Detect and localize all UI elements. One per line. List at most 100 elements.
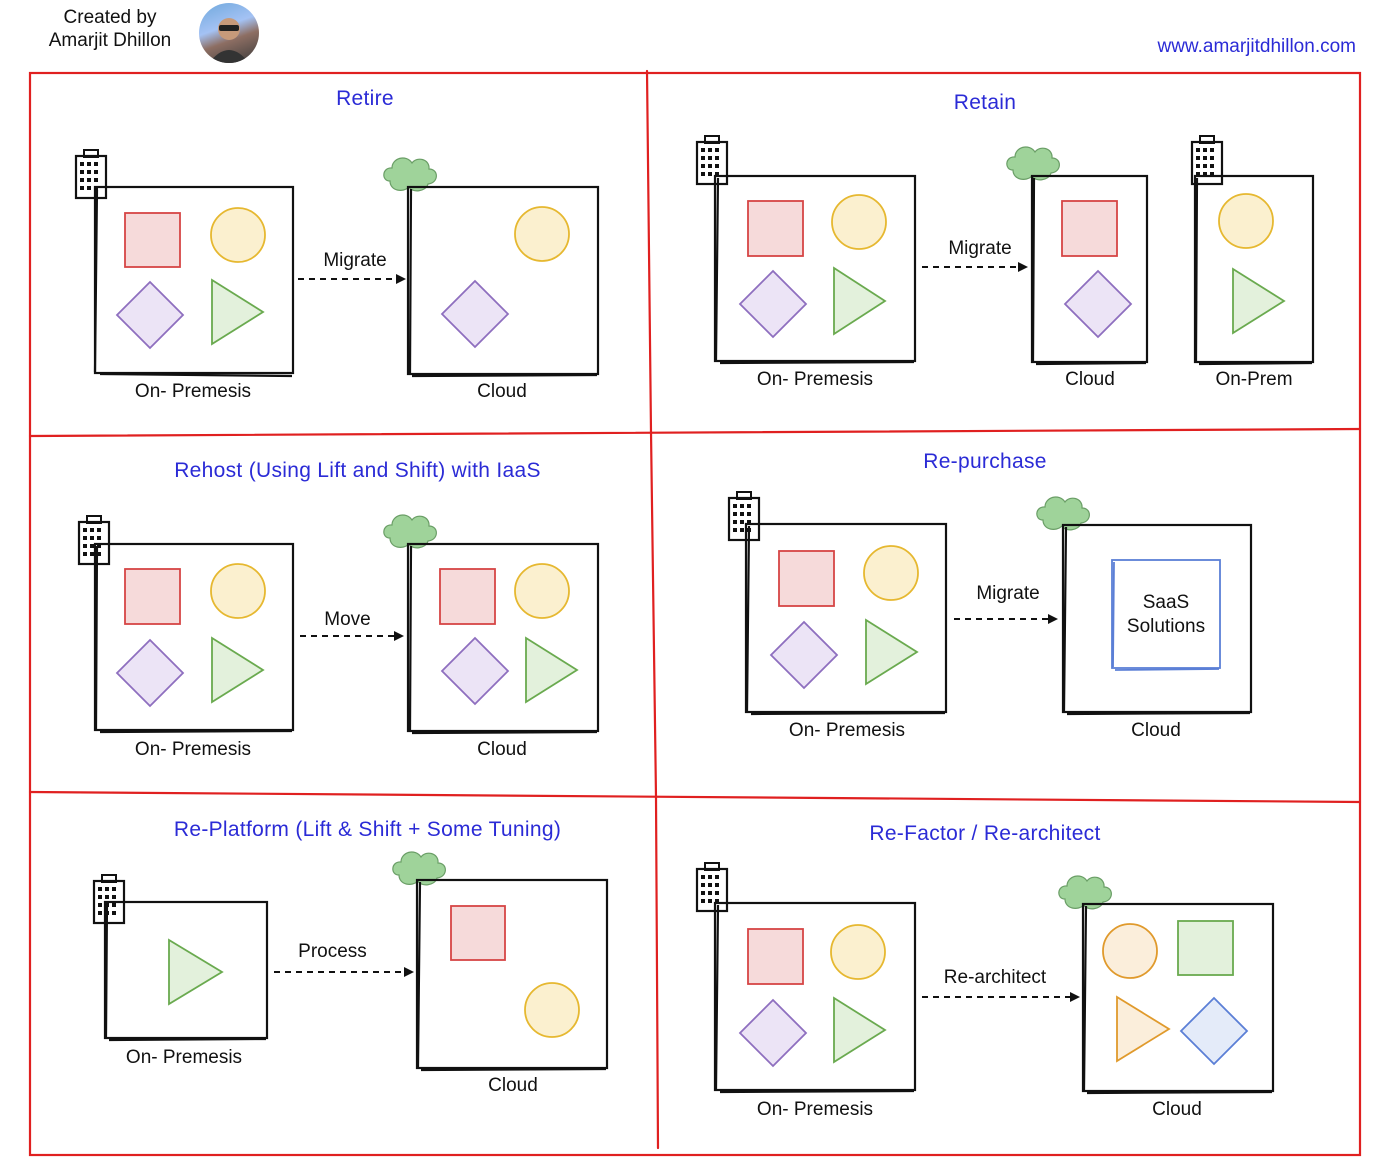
- saas-line-2: Solutions: [1126, 616, 1206, 637]
- red-square: [747, 200, 804, 257]
- migrate-arrow: [298, 274, 406, 284]
- green-triangle: [168, 938, 224, 1006]
- cloud-box: [1030, 174, 1149, 366]
- arrow-label-retain: Migrate: [948, 238, 1012, 259]
- green-triangle: [833, 266, 887, 336]
- on-prem-box: [1193, 174, 1315, 366]
- credit-line-1: Created by: [63, 7, 157, 28]
- on-premises-box: [744, 522, 948, 716]
- arrow-label-rehost: Move: [324, 609, 371, 630]
- on-premises-box: [93, 185, 295, 378]
- green-triangle: [1232, 267, 1286, 335]
- arrow-label-refactor: Re-architect: [943, 967, 1047, 988]
- source-label-retire: On- Premesis: [134, 381, 252, 402]
- yellow-circle: [210, 207, 266, 263]
- retain-diagram: [695, 135, 1315, 366]
- panel-title-replatform: Re-Platform (Lift & Shift + Some Tuning): [173, 818, 562, 841]
- green-triangle: [211, 278, 265, 346]
- cloud-box: [415, 878, 609, 1072]
- purple-diamond: [1063, 269, 1133, 339]
- purple-diamond: [738, 269, 808, 339]
- credit: Created by Amarjit Dhillon: [30, 6, 190, 52]
- target-label-retain: Cloud: [1065, 369, 1115, 390]
- target-label-repurchase: Cloud: [1131, 720, 1181, 741]
- yellow-circle: [863, 545, 919, 601]
- green-triangle: [833, 996, 887, 1064]
- purple-diamond: [440, 636, 510, 706]
- cloud-box: [406, 542, 600, 735]
- cloud-box: [406, 185, 600, 378]
- building-icon: [1190, 135, 1224, 186]
- red-square: [439, 568, 496, 625]
- saas-label: SaaS Solutions: [1112, 591, 1220, 639]
- blue-diamond: [1179, 996, 1249, 1066]
- purple-diamond: [738, 998, 808, 1068]
- yellow-circle: [830, 924, 886, 980]
- on-premises-box: [713, 901, 917, 1094]
- avatar: [199, 3, 259, 63]
- saas-line-1: SaaS: [1142, 592, 1190, 613]
- process-arrow: [274, 967, 414, 977]
- yellow-circle: [514, 206, 570, 262]
- panel-title-retire: Retire: [336, 87, 394, 110]
- arrow-label-replatform: Process: [298, 941, 367, 962]
- green-triangle: [525, 636, 579, 704]
- orange-triangle: [1116, 995, 1171, 1063]
- panel-title-retain: Retain: [953, 91, 1017, 114]
- building-icon: [695, 135, 729, 186]
- building-icon: [74, 149, 108, 200]
- panel-title-rehost: Rehost (Using Lift and Shift) with IaaS: [174, 459, 541, 482]
- retire-diagram: [74, 149, 600, 378]
- source-label-retain: On- Premesis: [756, 369, 874, 390]
- cloud-box: [1081, 902, 1275, 1095]
- arrow-label-retire: Migrate: [323, 250, 387, 271]
- red-square: [124, 212, 181, 268]
- red-square: [1061, 200, 1118, 257]
- target-label-replatform: Cloud: [488, 1075, 538, 1096]
- replatform-diagram: [92, 851, 609, 1072]
- onprem-label-retain: On-Prem: [1215, 369, 1293, 390]
- red-square: [747, 928, 804, 985]
- cloud-box: [1061, 523, 1253, 716]
- source-label-repurchase: On- Premesis: [788, 720, 906, 741]
- building-icon: [695, 862, 729, 913]
- purple-diamond: [769, 620, 839, 690]
- on-premises-box: [103, 900, 269, 1042]
- on-premises-box: [713, 174, 917, 365]
- yellow-circle: [210, 563, 266, 619]
- migrate-arrow: [922, 262, 1028, 272]
- credit-line-2: Amarjit Dhillon: [48, 30, 172, 51]
- target-label-refactor: Cloud: [1152, 1099, 1202, 1120]
- building-icon: [727, 491, 761, 542]
- rehost-diagram: [77, 514, 600, 735]
- migrate-arrow: [954, 614, 1058, 624]
- source-label-refactor: On- Premesis: [756, 1099, 874, 1120]
- yellow-circle: [524, 982, 580, 1038]
- panel-title-repurchase: Re-purchase: [923, 450, 1047, 473]
- red-square: [450, 905, 506, 961]
- on-premises-box: [93, 542, 295, 734]
- move-arrow: [300, 631, 404, 641]
- green-triangle: [211, 636, 265, 704]
- panel-title-refactor: Re-Factor / Re-architect: [869, 822, 1101, 845]
- purple-diamond: [115, 280, 185, 350]
- building-icon: [77, 515, 111, 566]
- green-square: [1177, 920, 1234, 976]
- orange-circle: [1102, 923, 1158, 979]
- yellow-circle: [1218, 193, 1274, 249]
- purple-diamond: [115, 638, 185, 708]
- saas-box: [1111, 559, 1221, 671]
- yellow-circle: [831, 194, 887, 250]
- arrow-label-repurchase: Migrate: [976, 583, 1040, 604]
- target-label-retire: Cloud: [477, 381, 527, 402]
- website-link[interactable]: www.amarjitdhillon.com: [1157, 36, 1356, 57]
- green-triangle: [865, 618, 919, 686]
- red-square: [778, 550, 835, 607]
- building-icon: [92, 874, 126, 925]
- yellow-circle: [514, 563, 570, 619]
- red-square: [124, 568, 181, 625]
- re-architect-arrow: [922, 992, 1080, 1002]
- source-label-rehost: On- Premesis: [134, 739, 252, 760]
